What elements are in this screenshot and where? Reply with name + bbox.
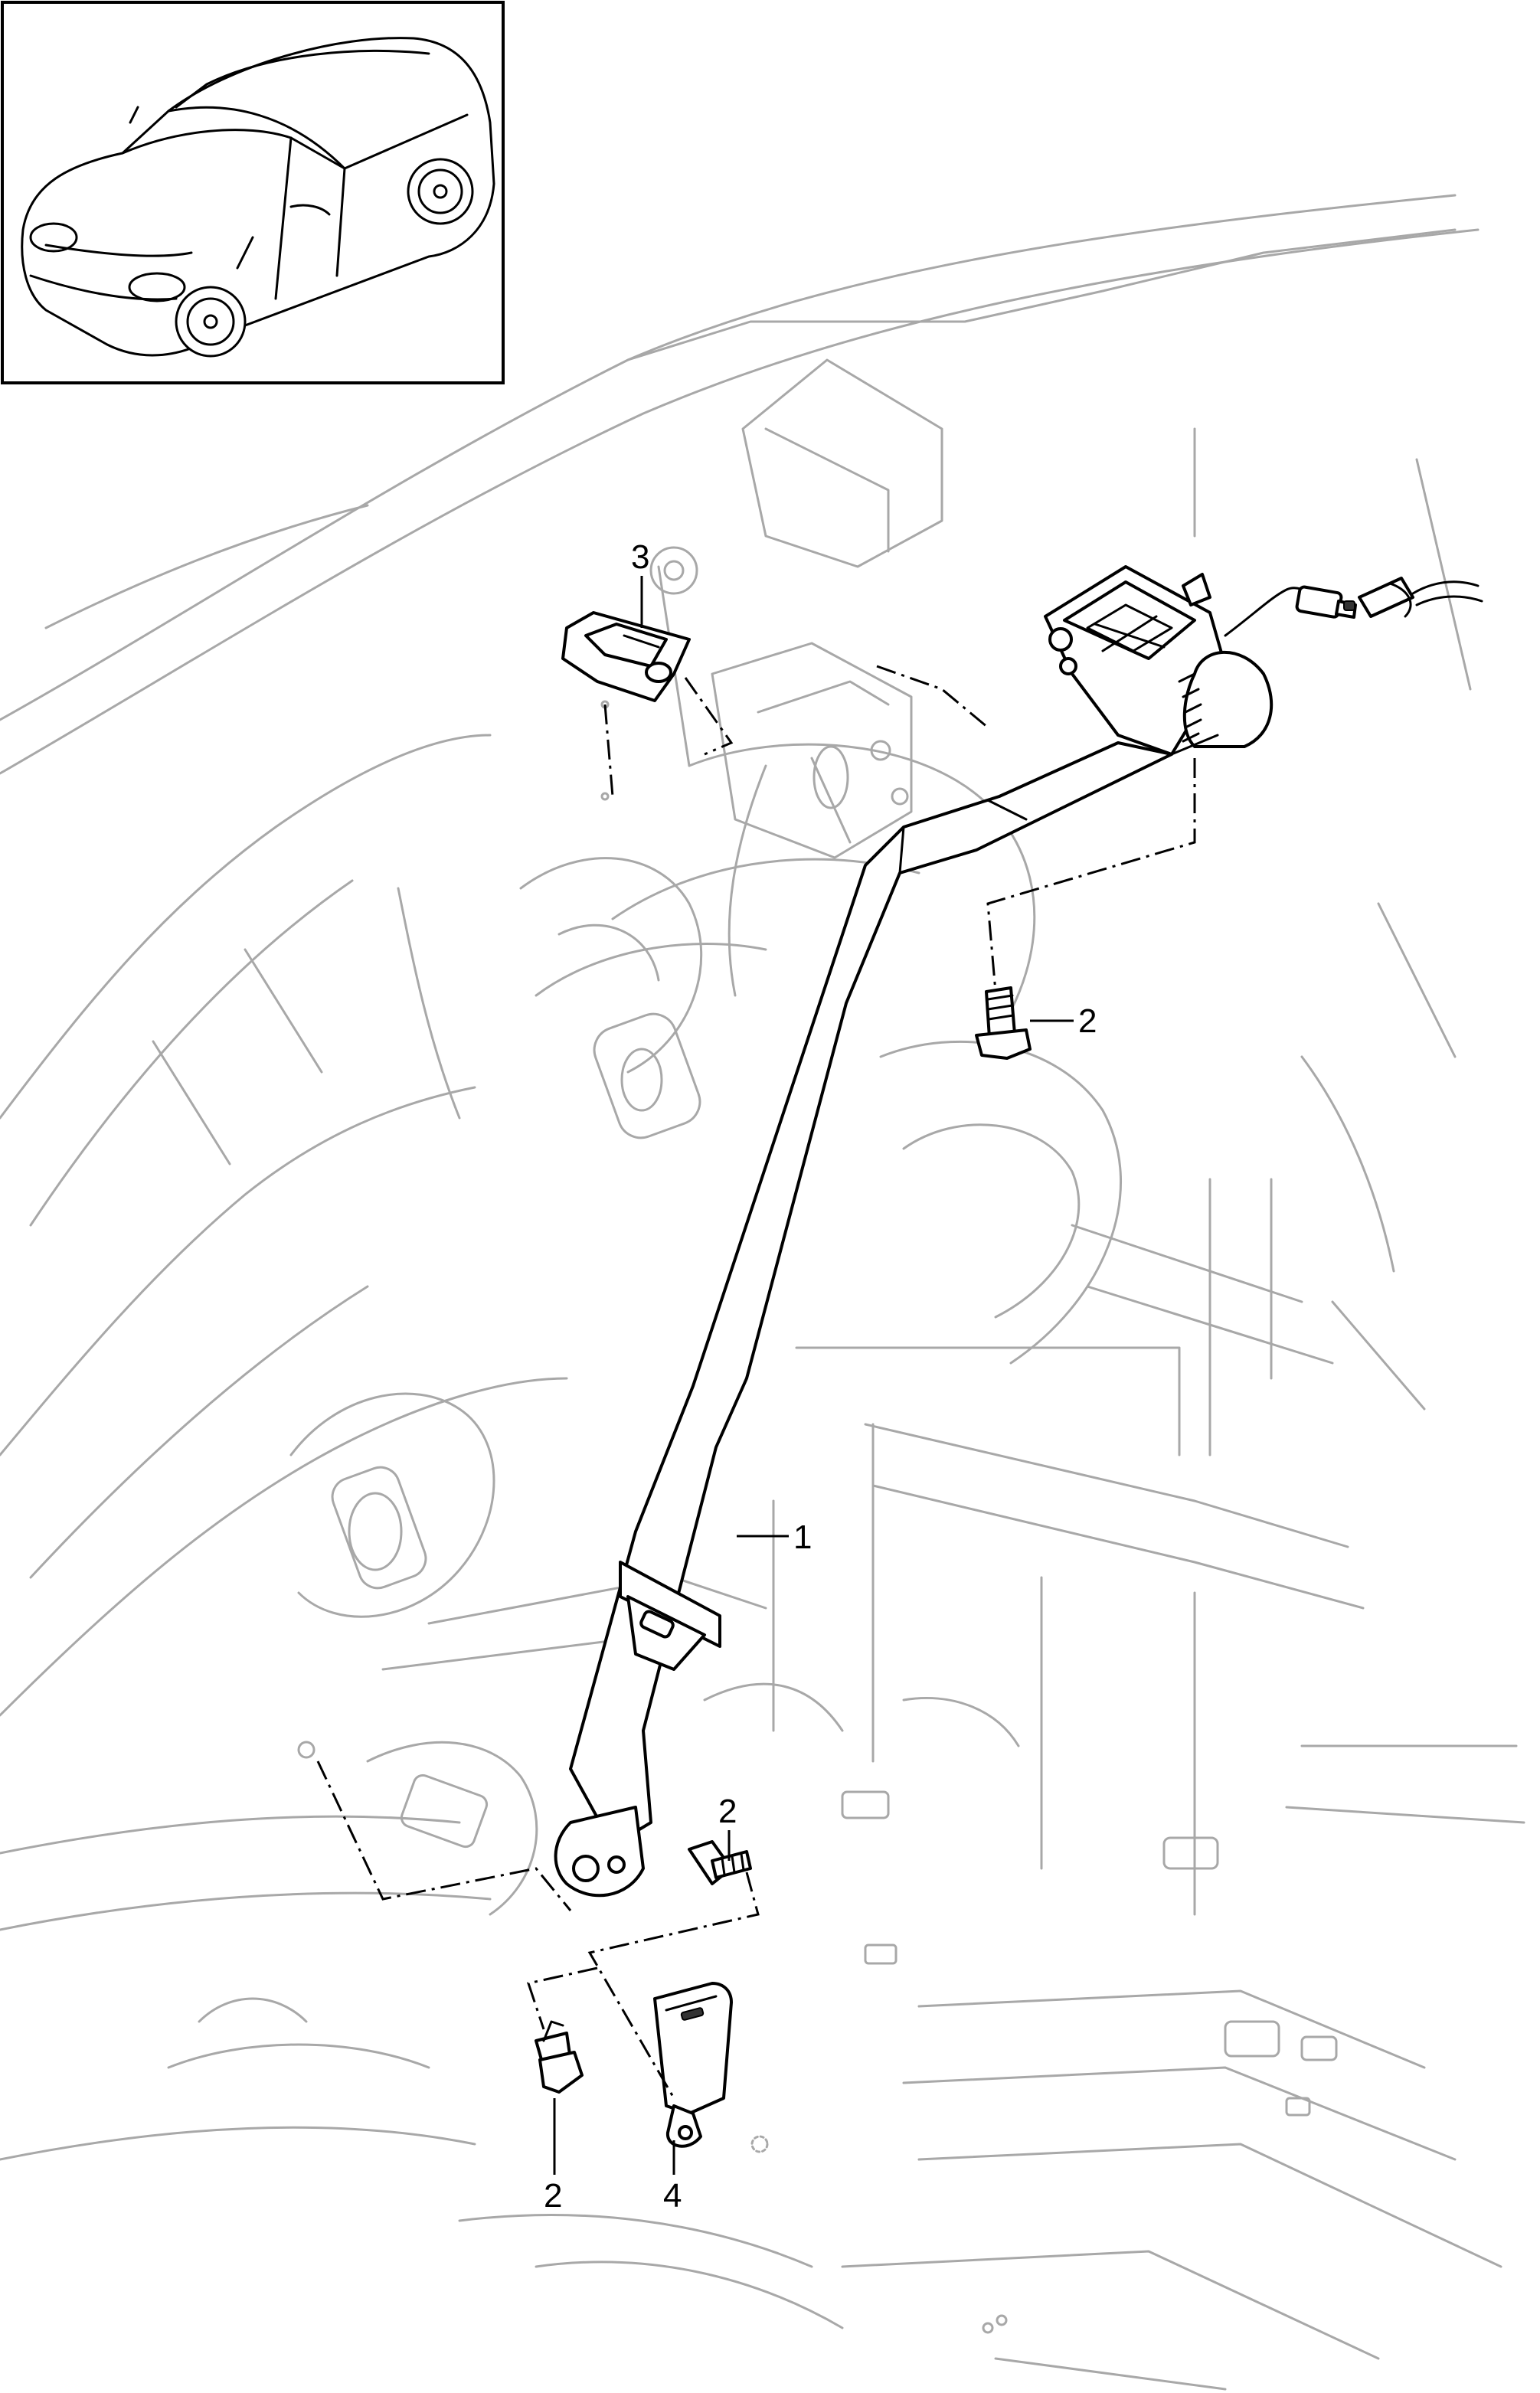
callout-labels: 1 2 2 2 3 4 bbox=[544, 538, 1097, 2215]
callout-trim-cover: 3 bbox=[631, 538, 649, 576]
belt-anchor-plate bbox=[554, 1806, 645, 1898]
callout-belt: 1 bbox=[793, 1519, 812, 1556]
upper-bolt bbox=[975, 986, 1032, 1060]
buckle bbox=[653, 1982, 733, 2148]
callout-lower-bolt: 2 bbox=[544, 2177, 562, 2215]
belt-webbing bbox=[569, 741, 1173, 1847]
car-icon bbox=[21, 37, 495, 358]
assembly-lines bbox=[316, 665, 1196, 2153]
seat-belt-assembly bbox=[554, 565, 1357, 1898]
mounting-bracket bbox=[711, 642, 913, 859]
leader-lines bbox=[553, 576, 1074, 2175]
guide-bolt bbox=[688, 1840, 752, 1885]
belt-loop-guide bbox=[619, 1561, 721, 1648]
belt-retractor bbox=[1044, 565, 1357, 756]
callout-guide-bolt: 2 bbox=[718, 1793, 737, 1830]
callout-buckle: 4 bbox=[663, 2177, 682, 2215]
lower-bolt bbox=[535, 2020, 584, 2094]
wiring-connector bbox=[1343, 577, 1483, 618]
vehicle-inset bbox=[1, 1, 505, 384]
callout-upper-bolt: 2 bbox=[1078, 1002, 1097, 1040]
trim-cover bbox=[561, 611, 691, 702]
